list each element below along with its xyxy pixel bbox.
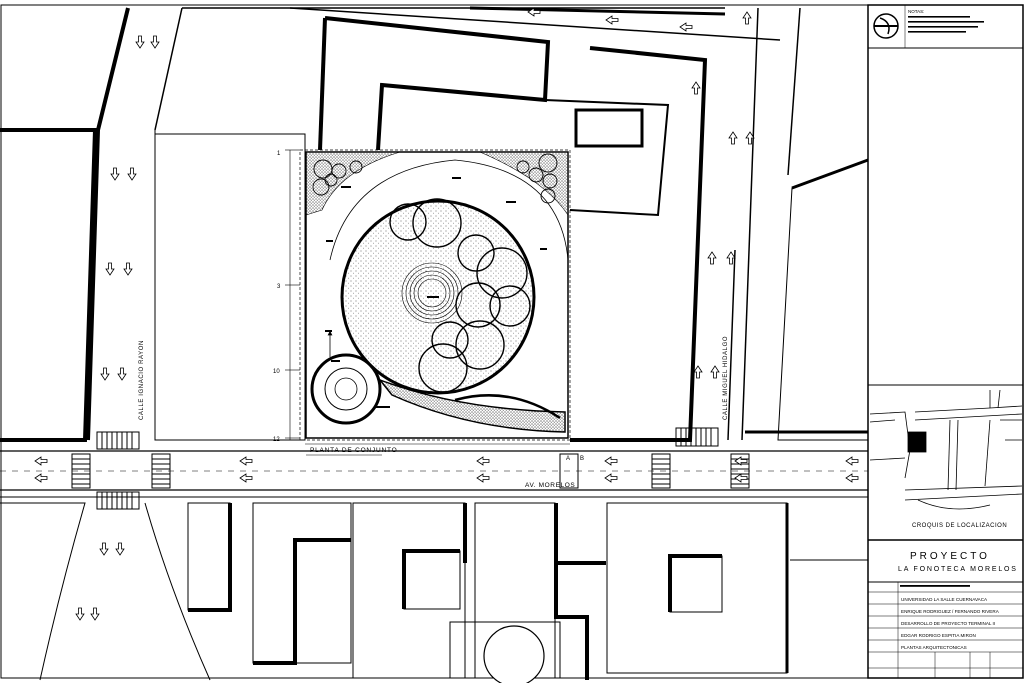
site-parcel [154,133,571,445]
tree-canopies [389,198,531,393]
course-name: DESARROLLO DE PROYECTO TERMINAL II [901,621,995,626]
street-label-miguel-hidalgo: CALLE MIGUEL HIDALGO [723,336,729,420]
section-mark-a: A [566,456,570,462]
university-name: UNIVERSIDAD LA SALLE CUERNAVACA [901,597,988,602]
author-name: EDGAR RODRIGO ESPITIA MIRON [901,633,976,638]
section-mark-b: B [580,456,584,462]
project-heading: PROYECTO [910,551,990,562]
axis-label-12: 12 [273,437,280,443]
title-block: NOTAS: CROQUIS DE LOCALIZACION [867,4,1024,679]
location-sketch-title: CROQUIS DE LOCALIZACION [912,523,1007,529]
location-sketch [869,389,1023,510]
street-label-ignacio-rayon: CALLE IGNACIO RAYON [139,340,145,420]
traffic-arrows [34,7,859,621]
crosswalks [71,427,750,510]
advisors: ENRIQUE RODRIGUEZ / FERNANDO RIVERA [901,609,1000,614]
sheet-type: PLANTAS ARQUITECTONICAS [901,645,967,650]
street-label-av-morelos: AV. MORELOS [525,482,575,489]
bottom-blocks [0,502,868,683]
axis-label-10: 10 [273,369,280,375]
city-blocks [0,6,869,442]
project-name: LA FONOTECA MORELOS [898,566,1018,573]
notes-heading: NOTAS: [908,9,924,14]
north-arrow-icon [873,13,899,39]
axis-label-3: 3 [277,284,281,290]
axis-label-1: 1 [277,151,281,157]
avenue [0,450,868,498]
grid-axis-labels: 1 3 10 12 [273,151,281,443]
